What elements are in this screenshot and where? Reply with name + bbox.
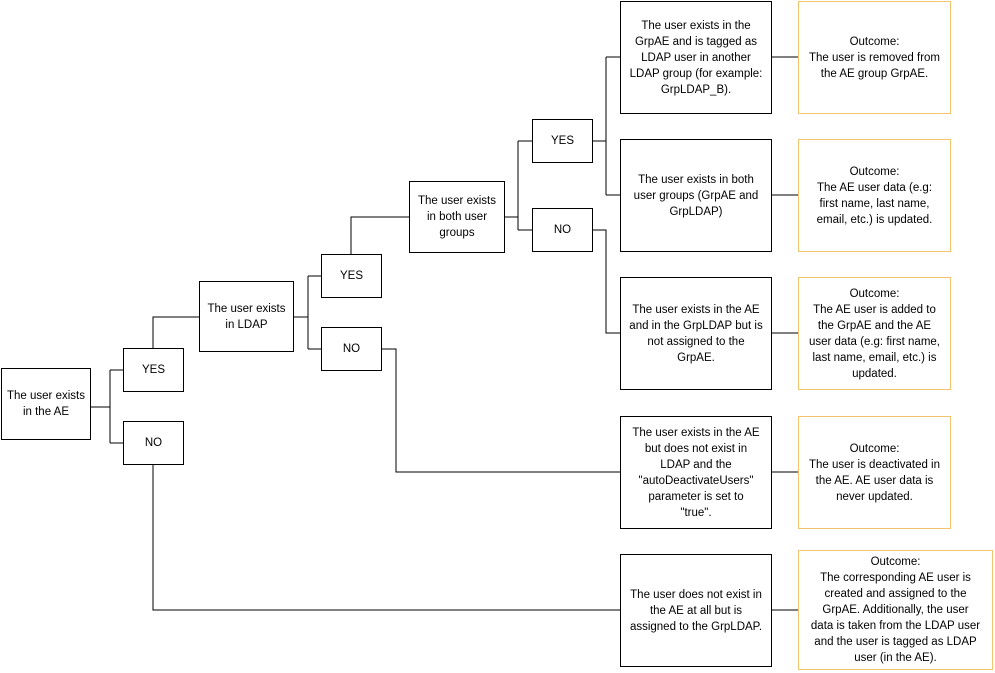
outcome-heading: Outcome:	[849, 442, 900, 455]
node-label: The user exists in both user groups	[418, 195, 496, 239]
outcome-5: Outcome: The corresponding AE user is cr…	[798, 550, 993, 670]
case-1: The user exists in the GrpAE and is tagg…	[620, 1, 772, 114]
node-no-3: NO	[532, 208, 593, 252]
case-text: The user exists in the GrpAE and is tagg…	[629, 19, 763, 96]
case-2: The user exists in both user groups (Grp…	[620, 139, 772, 252]
node-user-exists-in-both-groups: The user exists in both user groups	[409, 181, 505, 253]
case-3: The user exists in the AE and in the Grp…	[620, 277, 772, 390]
node-no-1: NO	[123, 421, 184, 465]
node-no-2: NO	[321, 327, 382, 371]
outcome-text: The user is deactivated in the AE. AE us…	[808, 458, 941, 503]
case-text: The user exists in the AE but does not e…	[632, 426, 760, 519]
node-label: NO	[342, 343, 361, 355]
node-label: The user exists in LDAP	[207, 302, 286, 331]
case-text: The user exists in both user groups (Grp…	[633, 173, 759, 218]
outcome-1: Outcome: The user is removed from the AE…	[798, 1, 951, 114]
node-yes-2: YES	[321, 254, 382, 298]
node-label: NO	[553, 224, 572, 236]
node-label: YES	[339, 270, 363, 282]
case-4: The user exists in the AE but does not e…	[620, 416, 772, 529]
outcome-text: The user is removed from the AE group Gr…	[808, 51, 940, 80]
outcome-text: The AE user data (e.g: first name, last …	[816, 181, 933, 226]
case-5: The user does not exist in the AE at all…	[620, 554, 772, 667]
outcome-heading: Outcome:	[870, 556, 921, 568]
node-label: NO	[144, 437, 163, 449]
node-user-exists-in-ldap: The user exists in LDAP	[199, 281, 294, 352]
node-yes-1: YES	[123, 348, 184, 392]
case-text: The user does not exist in the AE at all…	[629, 588, 763, 633]
outcome-heading: Outcome:	[849, 287, 900, 300]
outcome-2: Outcome: The AE user data (e.g: first na…	[798, 139, 951, 252]
outcome-3: Outcome: The AE user is added to the Grp…	[798, 277, 951, 390]
outcome-heading: Outcome:	[849, 165, 900, 178]
case-text: The user exists in the AE and in the Grp…	[629, 303, 763, 364]
outcome-4: Outcome: The user is deactivated in the …	[798, 416, 951, 529]
node-label: YES	[141, 364, 165, 376]
node-label: YES	[550, 135, 574, 147]
node-label: The user exists in the AE	[7, 390, 85, 418]
outcome-text: The AE user is added to the GrpAE and th…	[808, 303, 941, 380]
outcome-text: The corresponding AE user is created and…	[810, 572, 981, 664]
outcome-heading: Outcome:	[849, 35, 900, 48]
node-user-exists-in-ae: The user exists in the AE	[1, 368, 91, 440]
node-yes-3: YES	[532, 119, 593, 163]
